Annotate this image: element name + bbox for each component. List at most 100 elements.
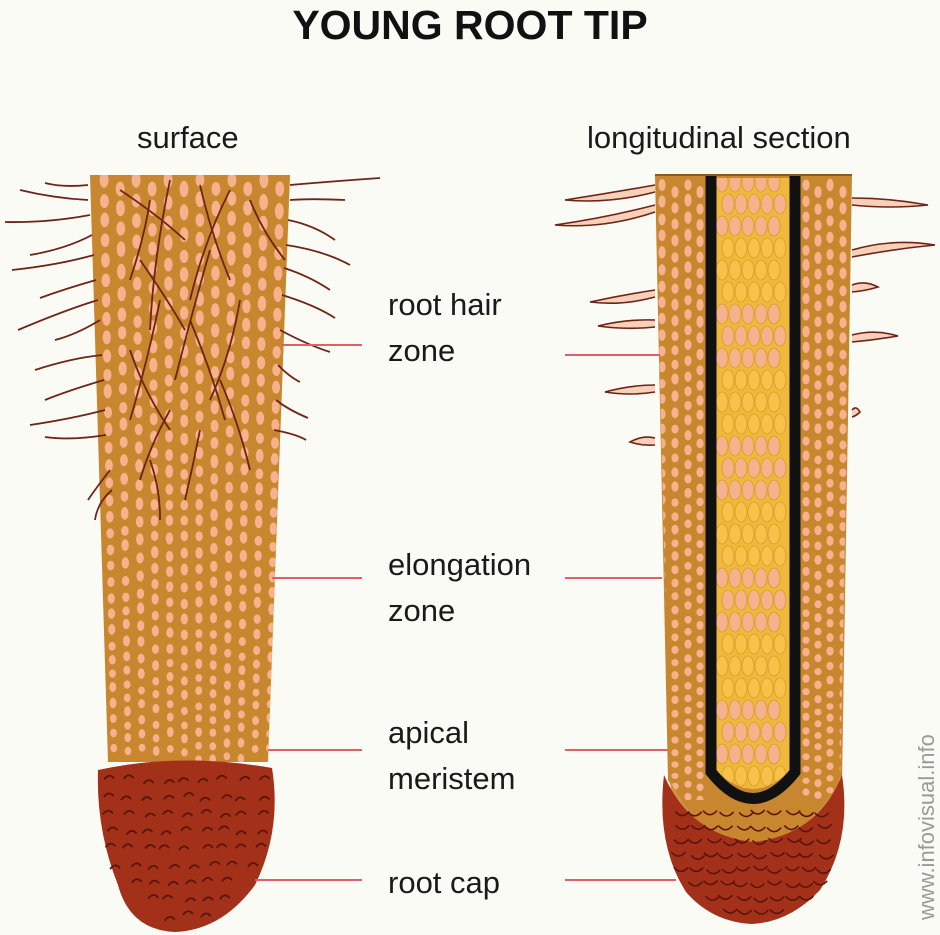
section-root-hairs (554, 184, 936, 446)
root-hair (189, 189, 231, 301)
cell-spot (252, 688, 260, 697)
cell-spot (240, 481, 249, 494)
core-cell (728, 743, 742, 765)
cell-spot (223, 709, 231, 720)
cell-spot (179, 267, 189, 282)
cortex-cell (696, 380, 704, 391)
cell-spot (123, 693, 131, 703)
cell-spot (107, 577, 115, 587)
cortex-cell (684, 459, 692, 470)
cell-spot (266, 729, 273, 738)
core-cell (773, 633, 787, 655)
cell-spot (255, 448, 264, 463)
cortex-cell (826, 215, 834, 227)
core-cell (721, 501, 735, 523)
cell-spot (226, 366, 235, 381)
cell-spot (102, 312, 111, 326)
core-cell (741, 347, 755, 369)
core-cell (716, 611, 729, 633)
cell-spot (252, 716, 259, 726)
root-hair (87, 469, 111, 501)
cell-spot (120, 507, 129, 520)
cell-spot (256, 411, 265, 425)
cortex-cell (671, 407, 679, 419)
cell-spot (108, 623, 116, 635)
cortex-cell (684, 488, 692, 499)
cell-spot (137, 620, 145, 632)
cap-mark (163, 794, 175, 800)
cell-spot (166, 627, 174, 638)
cap-mark (814, 812, 830, 818)
cap-mark (215, 843, 228, 849)
label-elongation-zone-line2: zone (388, 593, 456, 628)
cortex-cell (684, 587, 692, 597)
cortex-cell (658, 715, 666, 723)
cortex-cell (814, 348, 822, 360)
cortex-cell (684, 601, 692, 610)
cell-spot (269, 541, 277, 552)
core-cell (734, 545, 748, 567)
cortex-cell (814, 455, 822, 465)
cell-spot (253, 583, 262, 594)
core-cell (760, 281, 774, 303)
cortex-cell (696, 686, 704, 696)
cortex-cell (671, 298, 679, 311)
core-cell (754, 523, 768, 545)
cell-spot (225, 517, 233, 531)
cell-spot (101, 292, 111, 308)
root-hair (119, 189, 186, 241)
cell-spot (165, 532, 174, 545)
label-apical-meristem-line2: meristem (388, 761, 516, 796)
cell-spot (227, 211, 237, 226)
cell-spot (108, 654, 116, 665)
cortex-cell (684, 615, 692, 624)
cortex-cell (658, 264, 666, 276)
cortex-cell (826, 690, 834, 698)
cell-spot (180, 547, 189, 559)
cortex-cell (671, 373, 679, 385)
cell-spot (101, 252, 110, 268)
cell-spot (180, 452, 189, 464)
label-apical-meristem: apical meristem (388, 710, 515, 802)
cell-spot (269, 557, 277, 568)
cell-spot (180, 563, 189, 576)
cell-spot (274, 203, 284, 220)
cortex-cell (671, 578, 679, 588)
cap-mark (770, 851, 786, 857)
cell-spot (148, 241, 157, 256)
cell-spot (243, 181, 253, 197)
cap-mark (104, 842, 117, 848)
cell-spot (240, 500, 248, 511)
cap-mark (736, 825, 752, 831)
cap-mark (109, 864, 121, 870)
cortex-cell (658, 540, 666, 550)
cortex-cell (696, 185, 704, 199)
cortex-cell (826, 713, 834, 722)
section-root-hair (589, 289, 656, 305)
cell-spot (138, 743, 146, 752)
core-cell (734, 281, 748, 303)
cortex-cell (671, 749, 679, 757)
cell-spot (272, 363, 281, 377)
cell-spot (210, 576, 218, 589)
core-cell (747, 765, 761, 787)
cap-mark (702, 880, 719, 886)
cell-spot (103, 384, 112, 399)
cortex-cell (671, 565, 679, 575)
cell-spot (195, 547, 203, 559)
cell-spot (135, 516, 144, 528)
cell-spot (273, 286, 283, 302)
cell-spot (195, 641, 203, 652)
cortex-cell (696, 581, 704, 590)
cell-spot (109, 714, 117, 723)
cell-spot (195, 581, 203, 591)
cell-spot (209, 660, 217, 670)
cell-spot (254, 535, 263, 546)
cortex-cell (696, 332, 704, 344)
cell-spot (255, 432, 264, 444)
cell-spot (180, 515, 189, 526)
cap-mark (167, 880, 179, 887)
cortex-cell (684, 245, 692, 257)
cortex-cell (802, 374, 810, 385)
